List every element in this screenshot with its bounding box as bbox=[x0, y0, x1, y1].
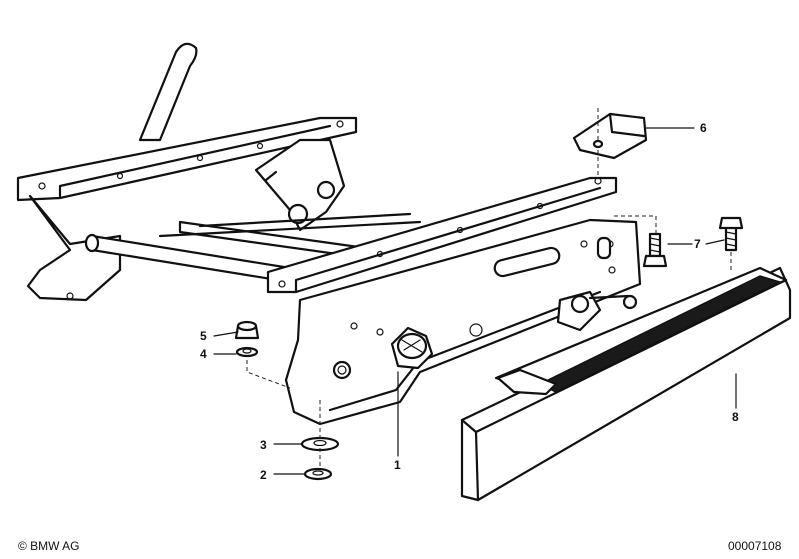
part-label-1: 1 bbox=[394, 458, 401, 472]
right-seat-rail bbox=[266, 176, 642, 426]
part-label-7: 7 bbox=[694, 237, 701, 251]
adjusting-knob bbox=[390, 326, 434, 370]
left-seat-rail bbox=[16, 42, 358, 302]
part-label-2: 2 bbox=[260, 468, 267, 482]
bracket bbox=[572, 112, 648, 160]
copyright-text: © BMW AG bbox=[18, 539, 80, 553]
nut-and-washer bbox=[234, 320, 260, 358]
part-labels: 1 2 3 4 5 6 7 8 bbox=[200, 121, 739, 482]
part-label-6: 6 bbox=[700, 121, 707, 135]
leader-lines bbox=[213, 127, 737, 475]
part-label-8: 8 bbox=[732, 410, 739, 424]
part-label-4: 4 bbox=[200, 347, 207, 361]
image-number: 00007108 bbox=[728, 539, 782, 553]
bolts bbox=[642, 216, 744, 268]
cover-trim bbox=[460, 266, 792, 502]
part-label-5: 5 bbox=[200, 329, 207, 343]
assembly-lines bbox=[246, 108, 732, 468]
part-label-3: 3 bbox=[260, 438, 267, 452]
